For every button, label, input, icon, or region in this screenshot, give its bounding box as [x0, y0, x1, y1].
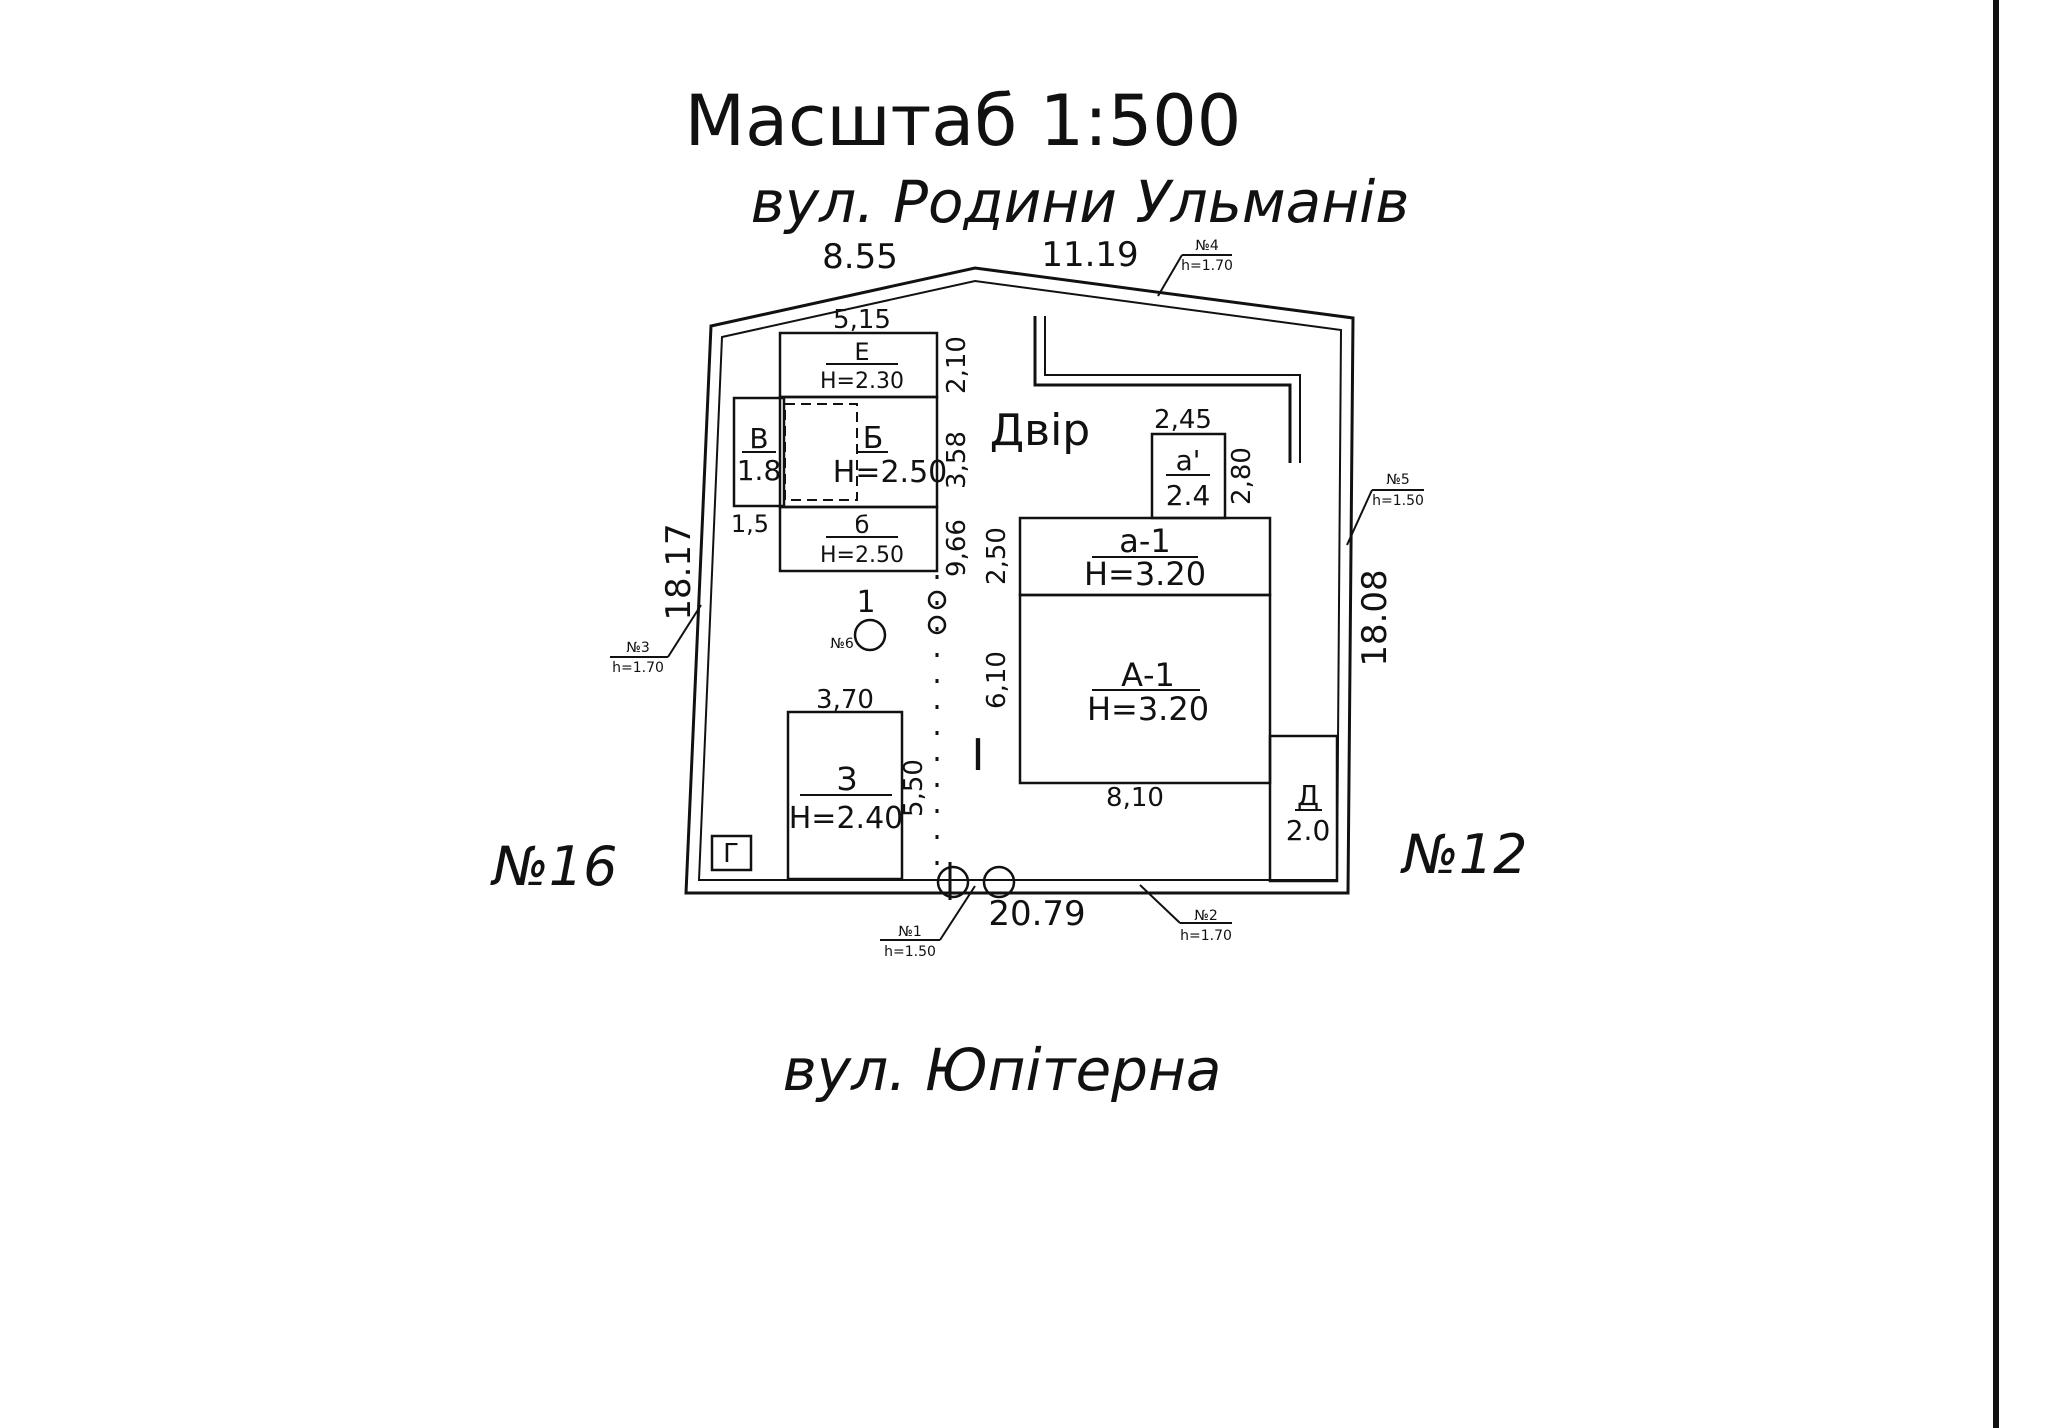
gate-post-icon	[927, 590, 947, 610]
dim-a1-depth: 2,50	[982, 527, 1012, 585]
gate-post-icon	[936, 865, 970, 899]
marker-5-h: h=1.50	[1372, 493, 1424, 509]
dim-top-left: 8.55	[822, 237, 898, 277]
svg-text:1.8: 1.8	[737, 454, 782, 487]
marker-1-num: №1	[898, 924, 921, 940]
building-b-small: б H=2.50	[778, 505, 939, 573]
building-E: Е H=2.30	[778, 331, 939, 399]
svg-text:а-1: а-1	[1119, 522, 1171, 560]
street-top-label: вул. Родини Ульманів	[751, 168, 1410, 236]
dim-A1-depth: 6,10	[982, 651, 1012, 709]
svg-text:Е: Е	[854, 338, 869, 366]
building-a-prime: а' 2.4	[1150, 432, 1227, 520]
marker-4-h: h=1.70	[1181, 258, 1233, 274]
gate-post-icon	[982, 865, 1016, 899]
marker-2-leader	[1139, 884, 1181, 924]
marker-2-h: h=1.70	[1180, 928, 1232, 944]
dim-Z-width: 3,70	[816, 685, 874, 715]
building-D: Д 2.0	[1268, 734, 1339, 883]
svg-text:2.0: 2.0	[1286, 814, 1331, 847]
building-Z: З H=2.40	[786, 710, 904, 881]
well-marker: №6	[830, 636, 854, 652]
svg-text:H=3.20: H=3.20	[1084, 555, 1206, 593]
gate-post-icon	[927, 615, 947, 635]
building-A1: А-1 H=3.20	[1018, 593, 1272, 785]
dim-A1-width: 8,10	[1106, 783, 1164, 813]
svg-text:H=2.30: H=2.30	[820, 369, 904, 394]
building-G: Г	[710, 834, 753, 872]
dim-top-right: 11.19	[1041, 235, 1138, 275]
well-label: 1	[856, 585, 875, 620]
marker-3-leader	[667, 604, 702, 658]
building-B: Б H=2.50	[778, 395, 948, 509]
street-bottom-label: вул. Юпітерна	[783, 1036, 1222, 1104]
dim-bottom: 20.79	[988, 894, 1085, 934]
svg-text:2.4: 2.4	[1166, 479, 1211, 512]
svg-text:H=2.50: H=2.50	[820, 543, 904, 568]
svg-text:А-1: А-1	[1121, 656, 1175, 694]
inner-fence-inner	[1044, 316, 1301, 463]
svg-text:H=3.20: H=3.20	[1087, 690, 1209, 728]
marker-1-h: h=1.50	[884, 944, 936, 960]
svg-text:З: З	[837, 760, 858, 798]
dim-a-prime-depth: 2,80	[1227, 447, 1257, 505]
svg-text:б: б	[855, 511, 870, 539]
marker-1-leader	[939, 885, 976, 941]
marker-3-num: №3	[626, 640, 649, 656]
svg-text:В: В	[749, 422, 768, 455]
dim-B-depth: 3,58	[942, 431, 972, 489]
marker-4-num: №4	[1195, 238, 1219, 254]
svg-text:H=2.50: H=2.50	[833, 455, 948, 490]
dim-right: 18.08	[1355, 569, 1395, 666]
neighbor-right-label: №12	[1400, 823, 1528, 886]
building-a1: а-1 H=3.20	[1018, 516, 1272, 597]
building-V: В 1.8	[732, 396, 786, 508]
svg-text:а': а'	[1176, 444, 1201, 477]
dim-left: 18.17	[659, 523, 699, 620]
dim-a-prime-width: 2,45	[1154, 405, 1212, 435]
svg-text:H=2.40: H=2.40	[789, 801, 904, 836]
marker-5-leader	[1346, 489, 1373, 546]
plot-boundary	[684, 266, 1355, 895]
marker-5-num: №5	[1386, 472, 1409, 488]
marker-4-leader	[1157, 254, 1183, 297]
dim-column-depth: 9,66	[942, 519, 972, 577]
scale-title: Масштаб 1:500	[685, 80, 1242, 162]
dim-E-width: 5,15	[833, 305, 891, 335]
marker-3-h: h=1.70	[612, 660, 664, 676]
yard-label: Двір	[990, 405, 1090, 456]
fence-section-label: I	[972, 730, 985, 781]
marker-2-num: №2	[1194, 908, 1217, 924]
well-icon	[853, 618, 887, 652]
dim-E-depth: 2,10	[942, 336, 972, 394]
svg-text:Д: Д	[1297, 779, 1319, 812]
dim-V-width: 1,5	[731, 510, 769, 538]
svg-text:Б: Б	[863, 421, 884, 456]
svg-text:Г: Г	[723, 839, 739, 869]
inner-fence	[1033, 316, 1292, 463]
dim-Z-depth: 5,50	[899, 759, 929, 817]
neighbor-left-label: №16	[490, 835, 618, 898]
